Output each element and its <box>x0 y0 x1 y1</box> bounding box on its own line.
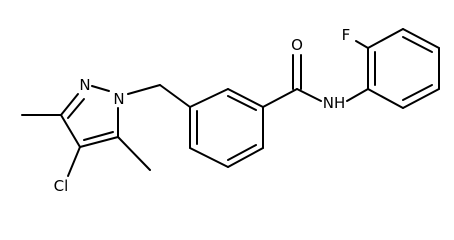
bond-n1-ch2 <box>127 84 161 95</box>
bond-f3-f4-inner <box>402 36 433 53</box>
atom-label-n-ring: N <box>79 76 90 94</box>
bond-c4-c5 <box>227 147 264 168</box>
bond-f5-f6-inner <box>402 84 433 101</box>
atom-label-fluorine: F <box>342 26 351 44</box>
bond-n2-c3 <box>60 93 79 116</box>
bond-c4-c5 <box>79 136 119 148</box>
atom-label-n-substituted: N <box>113 90 124 108</box>
bond-c1-c2 <box>189 88 229 108</box>
bond-c3-c4 <box>60 114 81 148</box>
bond-carbonyl-n <box>296 88 322 102</box>
molecule-structure: N N Cl O NH F <box>21 26 440 195</box>
bond-ring-carbonyl <box>262 88 298 108</box>
bond-c2-c3 <box>227 88 264 108</box>
bond-ch2-ring <box>159 84 191 108</box>
bond-n-aryl <box>346 88 369 102</box>
atom-labels: N N Cl O NH F <box>54 26 351 195</box>
bond-c5-c6 <box>189 147 229 168</box>
bond-c4-c5-double <box>83 131 114 141</box>
bond-c2-c3-inner <box>227 95 257 111</box>
bond-f2-fluorine <box>355 40 369 49</box>
bond-n2-c3-double <box>67 98 85 119</box>
bond-methyl-c5 <box>117 136 151 171</box>
central-benzene-ring <box>189 88 264 168</box>
pyrazole-ring <box>60 85 119 148</box>
bond-f5-f6 <box>402 88 440 109</box>
atom-label-amide-nh: NH <box>323 94 346 112</box>
bond-f3-f4 <box>402 28 440 49</box>
bond-chlorine-c4 <box>67 146 81 177</box>
bond-f6-f1 <box>367 88 404 109</box>
atom-label-oxygen: O <box>291 36 303 54</box>
bond-c4-c5-inner <box>227 144 257 161</box>
pyrazole-substituents <box>21 84 191 177</box>
fluorophenyl-ring <box>355 28 440 109</box>
atom-label-chlorine: Cl <box>54 177 69 195</box>
bond-f2-f3 <box>367 28 404 49</box>
bond-n1-n2 <box>91 85 110 92</box>
amide-group <box>262 54 369 108</box>
